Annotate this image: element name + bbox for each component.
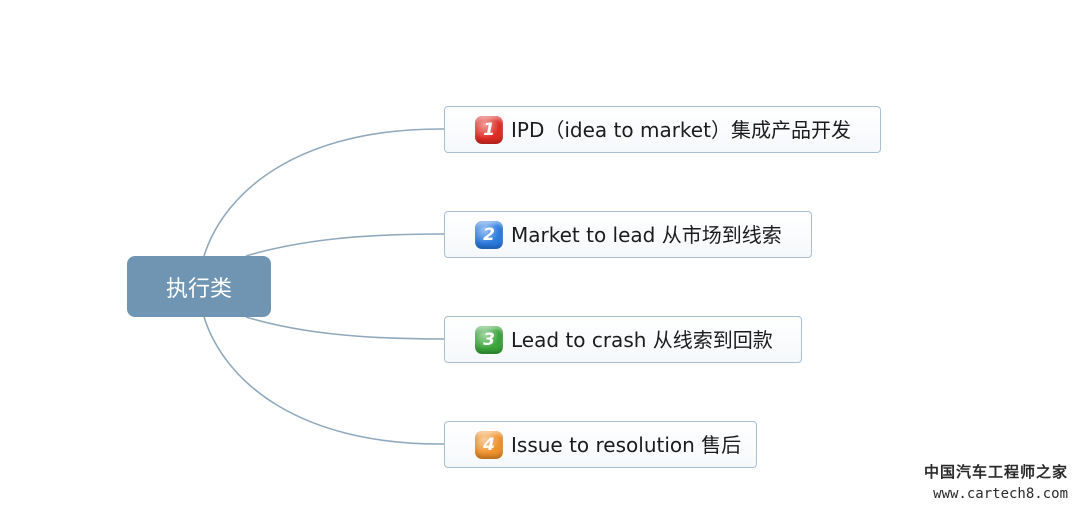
connector-branch-2 [245, 233, 445, 257]
number-4-badge-icon: 4 [475, 430, 503, 459]
branch-node-issue-to-resolution[interactable]: 4 Issue to resolution 售后 [444, 421, 757, 468]
number-3-badge-icon: 3 [475, 325, 503, 354]
branch-node-market-to-lead[interactable]: 2 Market to lead 从市场到线索 [444, 211, 812, 258]
branch-node-ipd[interactable]: 1 IPD（idea to market）集成产品开发 [444, 106, 881, 153]
branch-node-label: Issue to resolution 售后 [511, 432, 742, 457]
connector-branch-3 [245, 316, 445, 340]
branch-node-label: Lead to crash 从线索到回款 [511, 327, 773, 352]
root-node-label: 执行类 [165, 276, 232, 302]
connector-branch-4 [203, 316, 445, 445]
connector-branch-1 [203, 128, 445, 257]
root-node[interactable]: 执行类 [127, 256, 271, 317]
branch-node-lead-to-crash[interactable]: 3 Lead to crash 从线索到回款 [444, 316, 802, 363]
number-1-badge-icon: 1 [475, 115, 503, 144]
branch-node-label: Market to lead 从市场到线索 [511, 222, 782, 247]
watermark-site-name: 中国汽车工程师之家 [923, 463, 1068, 481]
branch-node-label: IPD（idea to market）集成产品开发 [511, 117, 851, 142]
watermark-site-url: www.cartech8.com [933, 486, 1068, 502]
number-2-badge-icon: 2 [475, 220, 503, 249]
